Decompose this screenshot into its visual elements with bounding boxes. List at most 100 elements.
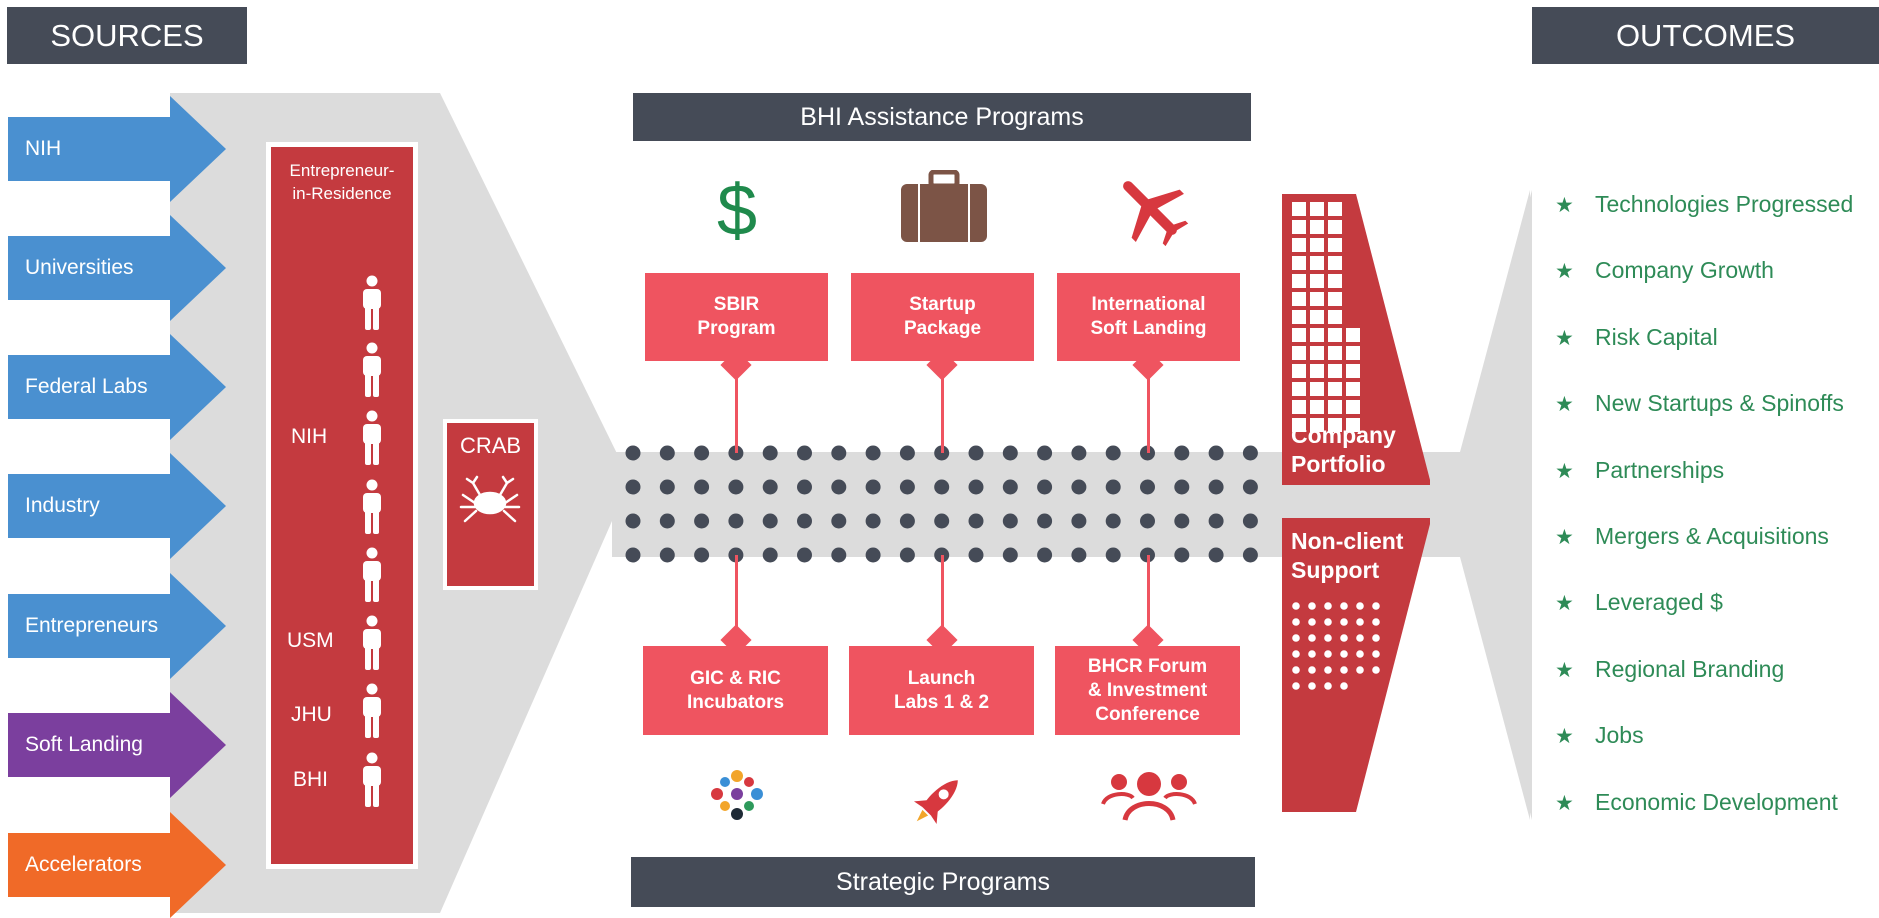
tower-window xyxy=(1328,202,1342,216)
source-label: Accelerators xyxy=(25,853,142,876)
grid-dot xyxy=(1208,445,1224,461)
program-label: Launch Labs 1 & 2 xyxy=(893,667,990,713)
crab-label: CRAB xyxy=(459,433,522,458)
star-icon: ★ xyxy=(1555,326,1574,350)
tower-dot xyxy=(1292,666,1300,674)
grid-dot xyxy=(625,513,641,529)
grid-dot xyxy=(1140,445,1155,461)
person-icon xyxy=(360,410,384,471)
tower-window xyxy=(1310,328,1324,342)
tower-window xyxy=(1328,328,1342,342)
grid-dot xyxy=(1242,547,1258,563)
tower-dot xyxy=(1324,634,1332,642)
tower-window xyxy=(1310,382,1324,396)
grid-dot xyxy=(1071,445,1087,461)
grid-dot xyxy=(1174,547,1190,563)
tower-window xyxy=(1346,328,1360,342)
tower-window xyxy=(1292,346,1306,360)
connector-line xyxy=(735,555,738,635)
tower-window xyxy=(1292,364,1306,378)
grid-dot xyxy=(865,513,881,529)
tower-window xyxy=(1292,310,1306,324)
tower-window xyxy=(1292,202,1306,216)
person-icon xyxy=(360,342,384,403)
grid-dot xyxy=(625,547,641,563)
tower-dot xyxy=(1292,602,1300,610)
grid-dot xyxy=(1037,479,1053,495)
arrow-shape xyxy=(8,215,226,321)
grid-dot xyxy=(659,547,675,563)
grid-dot xyxy=(865,547,881,563)
grid-dot xyxy=(728,479,744,495)
outcome-item: ★Company Growth xyxy=(1555,255,1774,285)
tower-window xyxy=(1328,400,1342,414)
tower-dot xyxy=(1340,682,1348,690)
assistance-program-box: SBIR Program xyxy=(645,273,828,361)
arrow-shape xyxy=(8,96,226,202)
tower-dot xyxy=(1340,634,1348,642)
grid-dot xyxy=(1002,479,1018,495)
tower-window xyxy=(1292,274,1306,288)
assistance-program-box: Startup Package xyxy=(851,273,1034,361)
grid-dot xyxy=(1242,479,1258,495)
grid-dot xyxy=(1242,445,1258,461)
grid-dot xyxy=(831,513,847,529)
airplane-icon xyxy=(1123,181,1189,247)
tower-window xyxy=(1328,256,1342,270)
grid-dot xyxy=(1140,479,1155,495)
grid-dot xyxy=(899,445,915,461)
outcome-label: New Startups & Spinoffs xyxy=(1595,390,1844,417)
tower-dot xyxy=(1308,634,1316,642)
grid-dot xyxy=(762,547,778,563)
grid-dot xyxy=(797,513,812,529)
grid-dot xyxy=(865,445,881,461)
tower-window xyxy=(1346,382,1360,396)
grid-dot xyxy=(934,513,950,529)
tower-dot xyxy=(1324,618,1332,626)
tower-window xyxy=(1310,238,1324,252)
grid-dot xyxy=(1105,513,1121,529)
tower-dot xyxy=(1324,602,1332,610)
grid-dot xyxy=(625,445,641,461)
grid-dot xyxy=(1071,547,1087,563)
connector-line xyxy=(735,368,738,453)
tower-dot xyxy=(1308,666,1316,674)
tower-window xyxy=(1292,328,1306,342)
grid-dot xyxy=(1037,547,1053,563)
grid-dot xyxy=(694,479,710,495)
briefcase-icon xyxy=(901,170,987,242)
source-arrow: Industry xyxy=(8,453,226,559)
grid-dot xyxy=(899,479,915,495)
tower-window xyxy=(1328,238,1342,252)
tower-window xyxy=(1310,256,1324,270)
tower-window xyxy=(1310,310,1324,324)
tower-window xyxy=(1310,346,1324,360)
star-icon: ★ xyxy=(1555,791,1574,815)
program-label: Startup Package xyxy=(903,294,982,339)
strategic-program-box: BHCR Forum & Investment Conference xyxy=(1055,646,1240,735)
tower-window xyxy=(1346,418,1360,432)
dollar-icon: $ xyxy=(717,171,757,250)
eir-label-bhi: BHI xyxy=(293,768,329,791)
tower-window xyxy=(1328,418,1342,432)
grid-dot xyxy=(934,479,950,495)
tower-window xyxy=(1346,346,1360,360)
tower-dot xyxy=(1356,650,1364,658)
tower-window xyxy=(1310,292,1324,306)
puzzle-people-icon xyxy=(711,770,763,820)
tower-dot xyxy=(1340,602,1348,610)
grid-dot xyxy=(1174,513,1190,529)
outcome-item: ★Economic Development xyxy=(1555,787,1838,817)
grid-dot xyxy=(797,445,812,461)
outcome-label: Technologies Progressed xyxy=(1595,191,1854,217)
star-icon: ★ xyxy=(1555,260,1574,284)
tower-window xyxy=(1328,274,1342,288)
source-arrow: Federal Labs xyxy=(8,334,226,440)
person-icon xyxy=(360,615,384,676)
tower-window xyxy=(1292,292,1306,306)
eir-label-jhu: JHU xyxy=(291,703,332,726)
grid-dot xyxy=(1242,513,1258,529)
tower-window xyxy=(1328,292,1342,306)
grid-dot xyxy=(797,547,812,563)
tower-dot xyxy=(1340,650,1348,658)
